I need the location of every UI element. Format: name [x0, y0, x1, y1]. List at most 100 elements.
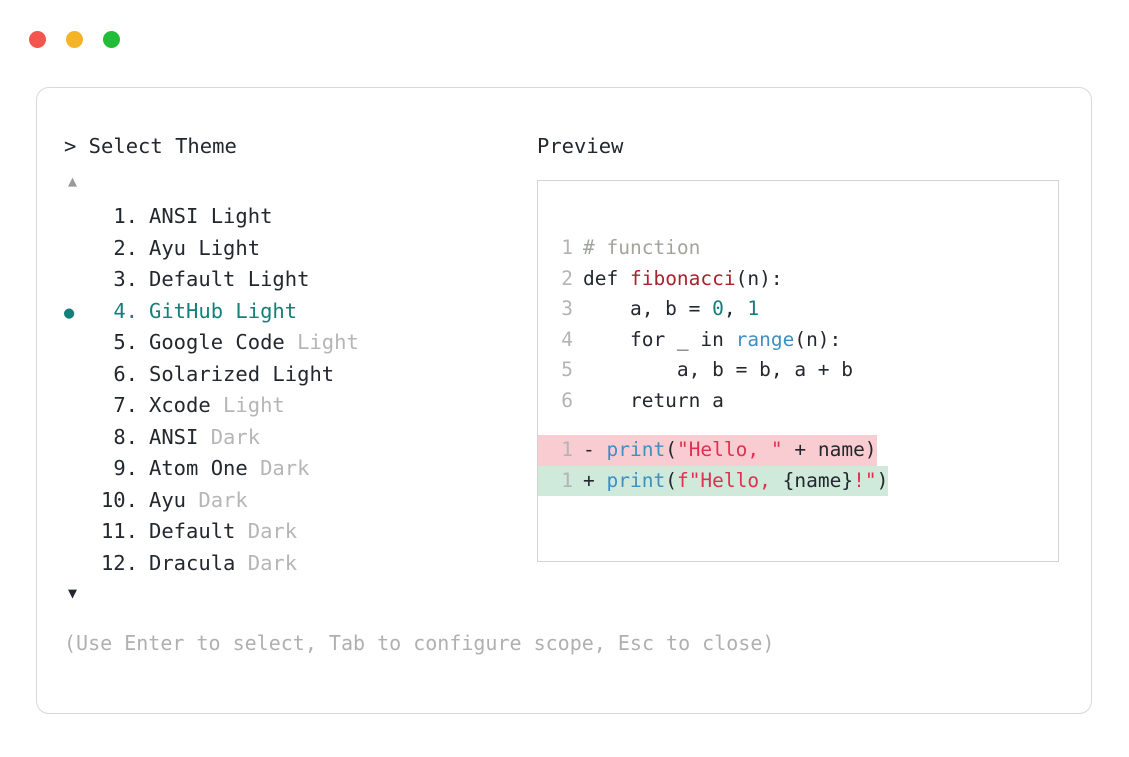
diff-marker-space: [595, 469, 607, 492]
page-title: > Select Theme: [64, 134, 237, 158]
theme-item-variant: Dark: [247, 456, 310, 480]
theme-item-index: 10.: [100, 487, 138, 512]
theme-list-item[interactable]: 8. ANSI Dark: [64, 422, 534, 454]
theme-item-variant: Dark: [235, 550, 298, 575]
theme-selector-column: > Select Theme ▲ 1. ANSI Light 2. Ayu Light…: [64, 133, 534, 603]
code-token-plain: (: [665, 438, 677, 461]
code-token-plain: + name): [782, 438, 877, 461]
theme-item-name: ANSI: [149, 204, 199, 228]
diff-marker: +: [583, 468, 595, 492]
theme-item-index: 9.: [113, 456, 138, 480]
code-token-builtin: print: [606, 468, 666, 492]
theme-item-name: Default: [149, 267, 236, 291]
line-number: 2: [561, 266, 573, 290]
theme-list-item[interactable]: 3. Default Light: [64, 264, 534, 296]
theme-item-name: Xcode: [149, 393, 211, 417]
theme-list-item[interactable]: 12. Dracula Dark: [64, 548, 534, 580]
theme-list-item[interactable]: 2. Ayu Light: [64, 233, 534, 265]
theme-item-name: Atom One: [149, 456, 248, 480]
code-token-str: "Hello, ": [676, 438, 783, 461]
line-number: 1: [561, 236, 573, 259]
theme-item-name: GitHub: [149, 298, 224, 323]
code-token-plain: def: [583, 266, 630, 290]
scroll-up-arrow[interactable]: ▲: [68, 172, 78, 190]
theme-item-index: 4.: [113, 298, 138, 323]
theme-item-index: 12.: [100, 550, 138, 575]
theme-item-index: 1.: [113, 204, 138, 228]
theme-list-item[interactable]: 6. Solarized Light: [64, 359, 534, 391]
theme-list-item[interactable]: ● 4. GitHub Light: [64, 296, 534, 328]
code-token-str: !": [853, 468, 877, 492]
code-token-plain: a, b =: [583, 297, 713, 320]
line-number: 1: [561, 438, 573, 461]
scroll-down-arrow[interactable]: ▼: [68, 584, 78, 602]
line-number: 3: [561, 297, 573, 320]
theme-item-variant: Light: [260, 361, 335, 386]
theme-item-name: Ayu: [149, 487, 187, 512]
code-token-plain: ,: [723, 297, 748, 320]
keyboard-hint: (Use Enter to select, Tab to configure s…: [64, 631, 775, 655]
code-line: 4 for _ in range(n):: [560, 325, 1052, 356]
code-token-str: f"Hello,: [676, 468, 783, 492]
window-controls: [29, 31, 120, 48]
theme-list: 1. ANSI Light 2. Ayu Light 3. Default Light ● 4…: [64, 201, 534, 579]
theme-item-name: Ayu: [149, 235, 187, 260]
theme-item-variant: Light: [223, 298, 298, 323]
code-token-plain: (n):: [794, 327, 842, 351]
theme-item-variant: Light: [284, 330, 359, 354]
code-token-num: 1: [747, 297, 760, 320]
theme-list-item[interactable]: 5.Google Code Light: [64, 327, 534, 359]
code-line: 5 a, b = b, a + b: [560, 355, 1052, 386]
code-line: 6 return a: [560, 386, 1052, 417]
theme-list-item[interactable]: 10. Ayu Dark: [64, 485, 534, 517]
theme-item-index: 3.: [113, 267, 138, 291]
code-line: 2 def fibonacci(n):: [560, 264, 1052, 295]
theme-item-index: 7.: [113, 393, 138, 417]
code-token-plain: for _ in: [583, 327, 736, 351]
code-token-builtin: print: [606, 438, 666, 461]
theme-item-variant: Light: [210, 393, 285, 417]
theme-item-name: Default: [149, 519, 236, 543]
theme-item-name: Solarized: [149, 361, 261, 386]
code-token-plain: (n):: [735, 266, 783, 290]
code-token-comment: # function: [583, 236, 701, 259]
code-token-fn: fibonacci: [629, 266, 736, 290]
theme-picker-card: > Select Theme ▲ 1. ANSI Light 2. Ayu Light…: [36, 87, 1092, 714]
code-token-plain: return a: [583, 388, 724, 412]
selected-bullet-icon: ●: [64, 302, 75, 323]
code-token-plain: a, b = b, a + b: [583, 358, 854, 381]
theme-item-variant: Dark: [186, 487, 248, 512]
maximize-button[interactable]: [103, 31, 120, 48]
theme-item-variant: Light: [186, 235, 261, 260]
theme-item-name: Google Code: [149, 330, 285, 354]
line-number: 4: [561, 327, 573, 351]
theme-list-item[interactable]: 11.Default Dark: [64, 516, 534, 548]
theme-item-index: 6.: [113, 361, 138, 386]
diff-marker-space: [595, 438, 607, 461]
theme-item-variant: Dark: [235, 519, 298, 543]
line-number: 5: [561, 358, 573, 381]
theme-list-item[interactable]: 9. Atom One Dark: [64, 453, 534, 485]
code-token-plain: ): [876, 468, 889, 492]
theme-item-name: Dracula: [149, 550, 236, 575]
theme-item-index: 2.: [113, 235, 138, 260]
theme-item-variant: Dark: [198, 424, 261, 449]
preview-heading: Preview: [537, 134, 624, 158]
theme-item-variant: Light: [198, 204, 273, 228]
minimize-button[interactable]: [66, 31, 83, 48]
code-line: 1 # function: [560, 233, 1052, 264]
code-token-plain: {name}: [782, 468, 854, 492]
theme-item-variant: Light: [235, 267, 310, 291]
code-token-num: 0: [712, 297, 724, 320]
close-button[interactable]: [29, 31, 46, 48]
theme-list-item[interactable]: 1. ANSI Light: [64, 201, 534, 233]
theme-list-item[interactable]: 7. Xcode Light: [64, 390, 534, 422]
line-number: 6: [561, 388, 573, 412]
diff-line-plus: 1+ print(f"Hello, {name}!"): [538, 465, 889, 496]
theme-item-index: 8.: [113, 424, 138, 449]
code-token-plain: (: [665, 468, 677, 492]
theme-item-name: ANSI: [149, 424, 199, 449]
